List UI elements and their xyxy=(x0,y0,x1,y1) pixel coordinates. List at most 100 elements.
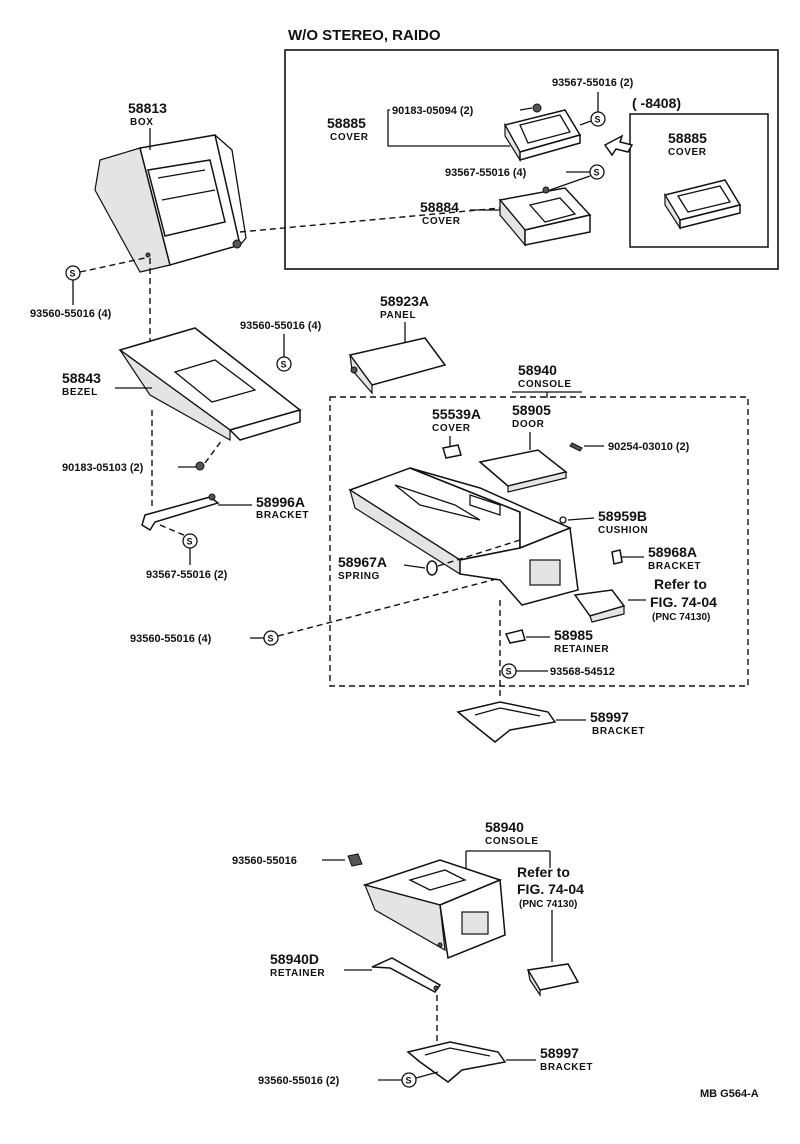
ref-2-pnc: (PNC 74130) xyxy=(519,899,577,910)
bracket-58997-top-drawing xyxy=(456,701,557,743)
part-58813-number: 58813 xyxy=(128,100,167,116)
screw-93560-lower xyxy=(347,853,363,867)
cushion-58959b-drawing xyxy=(559,516,567,524)
part-58940b-name: CONSOLE xyxy=(485,836,539,847)
part-58923a-name: PANEL xyxy=(380,310,416,321)
part-58885-number: 58885 xyxy=(327,115,366,131)
ref-1-line2: FIG. 74-04 xyxy=(650,594,717,610)
pin-90254 xyxy=(569,442,583,452)
fastener-93560-55016-lower: 93560-55016 xyxy=(232,855,297,867)
bracket-58968a-drawing xyxy=(611,549,623,565)
s-symbol-3-text: S xyxy=(70,269,76,279)
s-symbol-6 xyxy=(263,630,279,646)
console-dashed-frame xyxy=(329,396,749,687)
ref-1-line1: Refer to xyxy=(654,576,707,592)
part-58843-number: 58843 xyxy=(62,370,101,386)
dash-bezel-nut xyxy=(204,439,223,464)
fastener-93560-55016-2-lower: 93560-55016 (2) xyxy=(258,1075,340,1087)
spring-58967a-drawing xyxy=(426,560,438,576)
part-58997a-name: BRACKET xyxy=(592,726,645,737)
inset-58885-number: 58885 xyxy=(668,130,707,146)
part-58940d-name: RETAINER xyxy=(270,968,325,979)
ref-1-pnc: (PNC 74130) xyxy=(652,612,710,623)
part-58997b-number: 58997 xyxy=(540,1045,579,1061)
inset-range-label: ( -8408) xyxy=(632,95,681,111)
part-58843-name: BEZEL xyxy=(62,387,98,398)
s-symbol-1 xyxy=(590,111,606,127)
leader-s1 xyxy=(579,120,592,126)
part-58997a-number: 58997 xyxy=(590,709,629,725)
ref-2-part-drawing xyxy=(526,963,580,997)
retainer-58985-drawing xyxy=(504,629,526,644)
cover-58884-drawing xyxy=(498,186,592,247)
leader-58940a xyxy=(512,391,582,398)
s-symbol-8 xyxy=(401,1072,417,1088)
s-symbol-4 xyxy=(276,356,292,372)
leader-58959b xyxy=(567,517,595,521)
part-58985-name: RETAINER xyxy=(554,644,609,655)
fastener-93567-55016-2-top: 93567-55016 (2) xyxy=(552,77,634,89)
part-58940a-number: 58940 xyxy=(518,362,557,378)
s-symbol-8-text: S xyxy=(406,1076,412,1086)
box-58813-drawing xyxy=(94,134,247,273)
leader-58940b xyxy=(465,850,551,868)
fastener-93560-55016-4-mid: 93560-55016 (4) xyxy=(130,633,212,645)
part-58968a-number: 58968A xyxy=(648,544,697,560)
inset-58885-name: COVER xyxy=(668,147,707,158)
part-58968a-name: BRACKET xyxy=(648,561,701,572)
console-58940-lower-drawing xyxy=(362,859,506,960)
fastener-93568-54512: 93568-54512 xyxy=(550,666,615,678)
door-58905-drawing xyxy=(478,449,568,493)
leader-58885 xyxy=(387,120,510,147)
part-58996a-name: BRACKET xyxy=(256,510,309,521)
s-symbol-4-text: S xyxy=(281,360,287,370)
part-55539a-name: COVER xyxy=(432,423,471,434)
part-58884-number: 58884 xyxy=(420,199,459,215)
inset-frame xyxy=(629,113,769,248)
part-58813-name: BOX xyxy=(130,117,153,128)
title-w-o-stereo: W/O STEREO, RAIDO xyxy=(288,27,441,44)
part-58940b-number: 58940 xyxy=(485,819,524,835)
fastener-90183-05094: 90183-05094 (2) xyxy=(392,105,474,117)
part-58967a-name: SPRING xyxy=(338,571,380,582)
s-symbol-7-text: S xyxy=(506,667,512,677)
stereo-frame xyxy=(284,49,779,270)
leader-90183-05094 xyxy=(387,107,533,120)
part-58996a-number: 58996A xyxy=(256,494,305,510)
dash-s6 xyxy=(277,577,501,637)
part-58940d-number: 58940D xyxy=(270,951,319,967)
s-symbol-2 xyxy=(589,164,605,180)
ref-1-part-drawing xyxy=(573,589,626,623)
s-symbol-5-text: S xyxy=(187,537,193,547)
part-58885-name: COVER xyxy=(330,132,369,143)
part-58884-name: COVER xyxy=(422,216,461,227)
s-symbol-1-text: S xyxy=(595,115,601,125)
arrow-to-inset xyxy=(603,134,634,157)
dash-bracket-s xyxy=(159,524,187,537)
fastener-93560-55016-4-bezel: 93560-55016 (4) xyxy=(240,320,322,332)
bracket-58996a-drawing xyxy=(141,493,220,532)
bezel-58843-drawing xyxy=(118,327,302,471)
part-58905-name: DOOR xyxy=(512,419,545,430)
dash-box-to-cover xyxy=(239,207,501,233)
part-58967a-number: 58967A xyxy=(338,554,387,570)
fastener-93560-55016-4-left: 93560-55016 (4) xyxy=(30,308,112,320)
part-58959b-name: CUSHION xyxy=(598,525,648,536)
retainer-58940d-drawing xyxy=(371,957,442,993)
cover-58885-drawing xyxy=(503,103,582,163)
inset-cover-drawing xyxy=(663,179,742,231)
fastener-90254-03010: 90254-03010 (2) xyxy=(608,441,690,453)
leader-s8 xyxy=(415,1071,439,1079)
fastener-90183-05103: 90183-05103 (2) xyxy=(62,462,144,474)
leader-s2 xyxy=(549,175,591,191)
footer-code: MB G564-A xyxy=(700,1088,759,1100)
dash-spring xyxy=(437,539,521,567)
part-58923a-number: 58923A xyxy=(380,293,429,309)
console-58940-drawing xyxy=(348,467,579,606)
s-symbol-6-text: S xyxy=(268,634,274,644)
ref-2-line2: FIG. 74-04 xyxy=(517,881,584,897)
part-58940a-name: CONSOLE xyxy=(518,379,572,390)
part-58959b-number: 58959B xyxy=(598,508,647,524)
part-58985-number: 58985 xyxy=(554,627,593,643)
